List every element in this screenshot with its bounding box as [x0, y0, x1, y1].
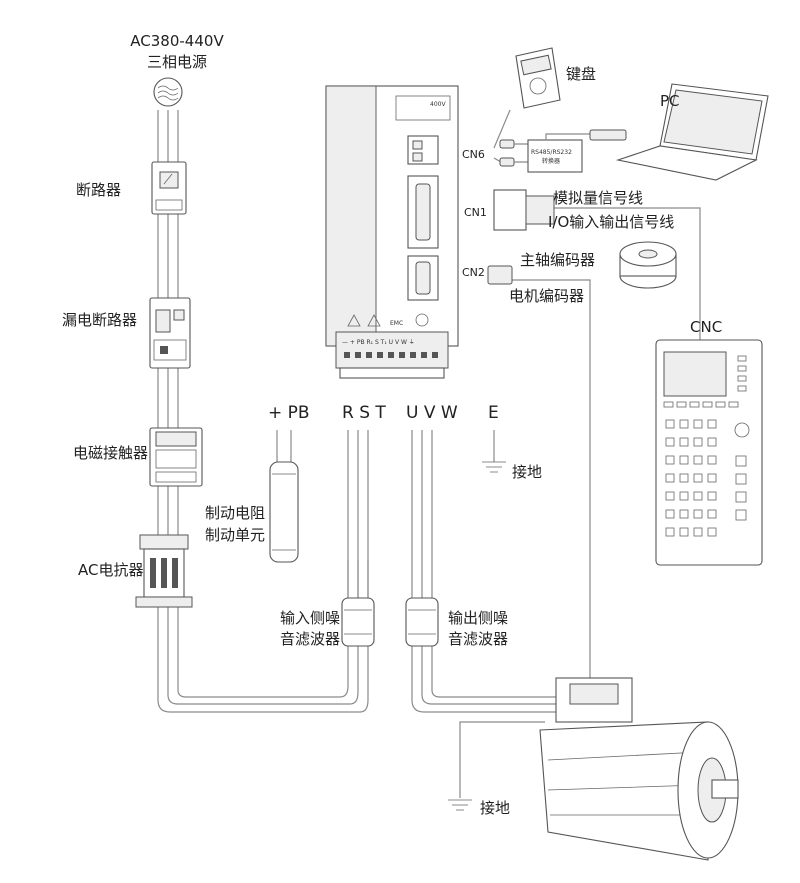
- cn2-label: CN2: [462, 266, 485, 279]
- terminal-screws: [344, 352, 438, 358]
- contactor-label: 电磁接触器: [73, 444, 148, 462]
- input-filter-label-1: 输入侧噪: [280, 609, 340, 627]
- cn6-label: CN6: [462, 148, 485, 161]
- output-filter-label-1: 输出侧噪: [448, 609, 508, 627]
- usb-plug-icon: [589, 129, 627, 141]
- motor: 接地: [448, 677, 739, 861]
- spindle-encoder-label: 主轴编码器: [520, 251, 595, 269]
- cnc-keypad-grid: [665, 419, 747, 537]
- pc-label: PC: [660, 92, 680, 110]
- plus-pb-label: + PB: [268, 403, 310, 423]
- rst-label: R S T: [342, 403, 386, 423]
- breaker-device: 断路器: [76, 161, 187, 215]
- cn2-connector: 主轴编码器 电机编码器: [487, 251, 595, 305]
- power-name: 三相电源: [147, 53, 207, 71]
- analog-signal-label: 模拟量信号线: [553, 189, 643, 207]
- cn1-label: CN1: [464, 206, 487, 219]
- io-signal-label: I/O输入输出信号线: [548, 213, 674, 231]
- power-source: AC380-440V 三相电源: [130, 32, 224, 107]
- uvw-label: U V W: [406, 403, 458, 423]
- cn1-connector: 模拟量信号线 I/O输入输出信号线: [493, 189, 674, 231]
- brake-label-1: 制动电阻: [205, 504, 265, 522]
- power-wiring: [157, 109, 701, 798]
- keypad-device: 键盘: [515, 47, 596, 109]
- e-label: E: [488, 403, 499, 423]
- input-filter-label-2: 音滤波器: [280, 630, 340, 648]
- reactor-device: AC电抗器: [78, 534, 193, 608]
- input-filter: 输入侧噪 音滤波器: [280, 597, 375, 648]
- leakage-breaker-device: 漏电断路器: [62, 297, 191, 369]
- drive-terminal-labels: — + PB R₁ S T₁ U V W ⏚: [342, 339, 415, 346]
- terminal-labels: + PB R S T U V W E: [268, 403, 499, 423]
- port-labels: CN6 CN1 CN2: [462, 148, 487, 279]
- cnc-label: CNC: [690, 318, 722, 336]
- cn6-cables: RS485/RS232 转换器: [499, 129, 627, 173]
- emc-label: EMC: [390, 320, 403, 327]
- leakage-breaker-label: 漏电断路器: [62, 311, 137, 329]
- breaker-label: 断路器: [76, 181, 121, 199]
- motor-ground-label: 接地: [480, 799, 510, 817]
- keypad-label: 键盘: [566, 65, 596, 83]
- drive-unit: 400V EMC — + PB R₁ S T₁ U V W ⏚: [325, 85, 459, 379]
- cnc-function-keys: [663, 401, 739, 408]
- brake-unit: 制动电阻 制动单元: [205, 461, 299, 563]
- drive-voltage-badge: 400V: [430, 101, 446, 108]
- drive-ground-label: 接地: [512, 463, 542, 481]
- power-spec: AC380-440V: [130, 32, 224, 50]
- converter-label-2: 转换器: [542, 157, 560, 165]
- converter-label-1: RS485/RS232: [531, 149, 572, 156]
- drive-ground: 接地: [482, 461, 542, 481]
- ac-source-icon: [153, 77, 183, 107]
- cnc-panel: CNC: [655, 318, 763, 566]
- reactor-label: AC电抗器: [78, 561, 143, 579]
- motor-encoder-label: 电机编码器: [509, 287, 584, 305]
- output-filter: 输出侧噪 音滤波器: [405, 597, 508, 648]
- contactor-device: 电磁接触器: [73, 427, 203, 487]
- output-filter-label-2: 音滤波器: [448, 630, 508, 648]
- brake-label-2: 制动单元: [205, 526, 265, 544]
- spindle-encoder-device: [619, 241, 677, 289]
- pc-laptop: PC: [615, 83, 769, 181]
- cnc-side-buttons: [737, 355, 747, 392]
